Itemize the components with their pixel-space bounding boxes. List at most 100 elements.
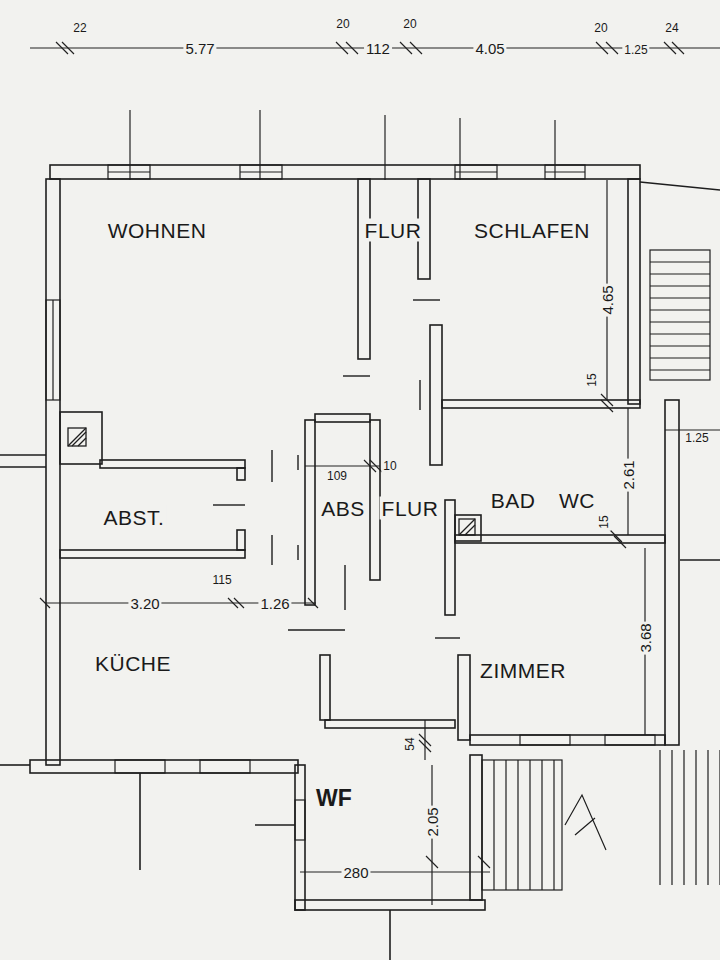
dimension-line <box>426 856 490 868</box>
wall <box>458 655 470 740</box>
room-name: WF <box>314 786 354 811</box>
dimension-label: 3.20 <box>128 595 161 612</box>
window <box>295 800 305 840</box>
dimension-line <box>601 394 613 412</box>
room-name: BAD <box>489 489 538 512</box>
window <box>46 300 60 400</box>
wall <box>320 655 330 720</box>
wall <box>430 325 442 465</box>
wall <box>389 910 391 960</box>
dimension-label: 24 <box>663 21 680 35</box>
wall <box>628 179 640 404</box>
dimension-label: 20 <box>401 17 418 31</box>
chimney-symbol <box>459 519 475 535</box>
window <box>455 171 497 172</box>
door-mark <box>213 300 460 825</box>
door-mark <box>271 535 272 565</box>
window <box>52 300 53 400</box>
dimension-label: 54 <box>403 735 417 752</box>
room-name: FLUR <box>363 219 424 242</box>
window <box>108 165 150 179</box>
staircase <box>565 795 606 850</box>
door-mark <box>344 565 345 610</box>
dimension-label: 20 <box>592 21 609 35</box>
room-name: KÜCHE <box>93 652 173 675</box>
dimension-label: 15 <box>597 513 611 530</box>
staircase <box>660 750 720 885</box>
wall <box>100 460 245 468</box>
dimension-label: 4.65 <box>599 283 616 316</box>
dimension-line <box>259 110 260 180</box>
window <box>240 171 282 172</box>
wall <box>50 165 640 179</box>
window <box>455 165 497 179</box>
window <box>115 760 165 773</box>
window <box>545 165 585 179</box>
dimension-line <box>610 530 626 548</box>
room-name: ZIMMER <box>478 659 568 682</box>
dimension-label: 280 <box>341 864 370 881</box>
wall <box>305 420 315 605</box>
window <box>520 735 570 745</box>
dimension-line <box>419 734 431 752</box>
door-mark <box>343 375 370 376</box>
dimension-label: 3.68 <box>637 621 654 654</box>
dimension-label: 109 <box>325 469 349 483</box>
chimney-symbol <box>68 428 475 535</box>
door-mark <box>413 299 440 300</box>
staircase <box>482 760 562 890</box>
wall <box>455 515 481 541</box>
room-name: WOHNEN <box>106 219 209 242</box>
wall <box>470 755 482 900</box>
dimension-line <box>300 871 490 872</box>
staircase <box>482 250 720 890</box>
chimney-symbol <box>459 519 475 535</box>
window <box>108 171 150 172</box>
door-mark <box>297 455 298 470</box>
wall <box>295 900 485 910</box>
wall <box>0 165 720 960</box>
wall <box>442 400 640 408</box>
room-name: ABST. <box>102 506 167 529</box>
door-mark <box>213 504 245 505</box>
chimney-symbol <box>68 428 86 446</box>
wall <box>237 530 245 550</box>
wall <box>30 760 298 773</box>
dimension-label: 1.26 <box>258 595 291 612</box>
dimension-label: 1.25 <box>622 43 649 57</box>
wall <box>237 468 245 480</box>
dimension-line <box>554 120 555 180</box>
window <box>46 165 655 840</box>
room-name: FLUR <box>380 497 441 520</box>
dimension-label: 22 <box>71 21 88 35</box>
dimension-line <box>129 110 130 180</box>
dimension-label: 2.61 <box>620 458 637 491</box>
wall <box>680 559 720 561</box>
door-mark <box>255 824 295 825</box>
room-name: ABS <box>319 497 367 520</box>
window <box>240 165 282 179</box>
wall <box>295 765 305 910</box>
wall <box>325 720 455 728</box>
wall <box>0 466 46 468</box>
staircase <box>650 250 710 380</box>
wall <box>470 735 665 745</box>
dimension-label: 10 <box>381 459 398 473</box>
wall <box>46 179 60 765</box>
chimney-symbol <box>68 428 86 446</box>
wall <box>315 414 370 422</box>
window <box>605 735 655 745</box>
window <box>545 171 585 172</box>
window <box>200 760 250 773</box>
room-name: WC <box>557 489 597 512</box>
dimension-label: 1.25 <box>683 431 710 445</box>
staircase <box>494 760 554 890</box>
wall <box>370 420 380 580</box>
wall <box>665 400 679 745</box>
wall <box>445 500 455 615</box>
door-mark <box>288 629 345 630</box>
wall <box>60 550 245 558</box>
